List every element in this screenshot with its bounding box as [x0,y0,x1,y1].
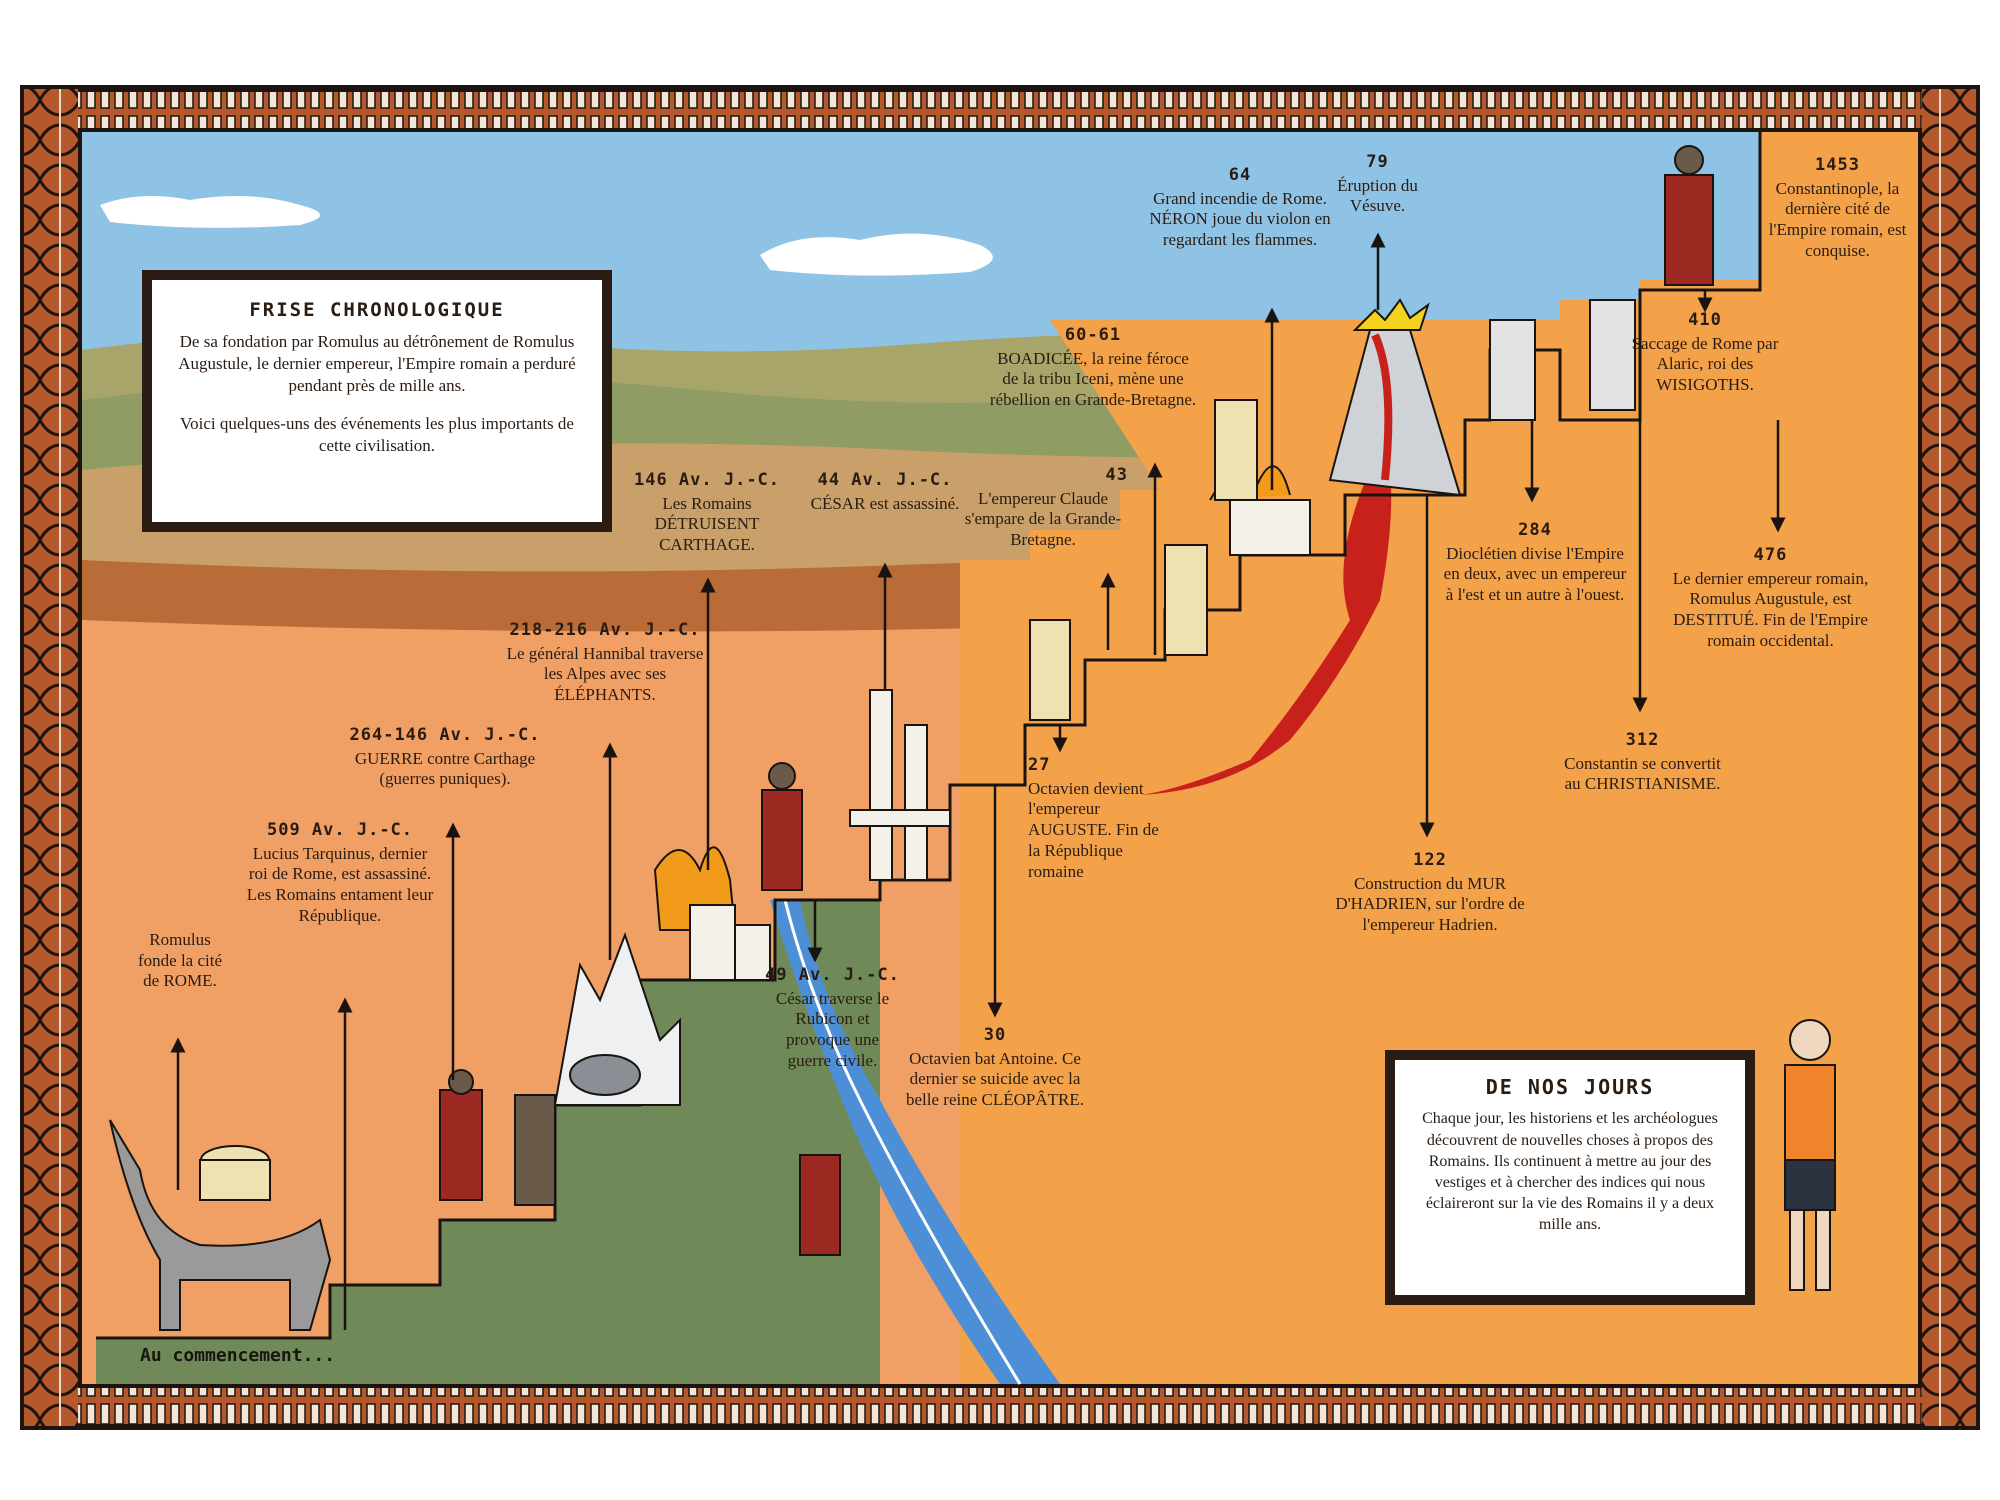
event-neron: 64 Grand incendie de Rome. NÉRON joue du… [1140,165,1340,251]
modern-archaeologist-drawing [1784,1019,1836,1291]
event-text: Éruption du Vésuve. [1337,175,1418,216]
event-constantin: 312 Constantin se convertit au CHRISTIAN… [1555,730,1730,795]
event-year: 1453 [1815,155,1860,175]
event-year: 64 [1228,165,1252,185]
forum-columns-drawing [849,689,951,881]
event-year: 476 [1753,545,1788,565]
event-text: Lucius Tarquinus, dernier roi de Rome, e… [246,843,434,925]
event-text: Grand incendie de Rome. NÉRON joue du vi… [1149,188,1331,250]
event-tarquinius: 509 Av. J.-C. Lucius Tarquinus, dernier … [245,820,435,927]
event-punic: 264-146 Av. J.-C. GUERRE contre Carthage… [330,725,560,790]
event-romulus: Romulus fonde la cité de ROME. [130,930,230,992]
event-year: 44 Av. J.-C. [817,470,953,490]
event-text: GUERRE contre Carthage (guerres puniques… [354,748,536,789]
event-text: Dioclétien divise l'Empire en deux, avec… [1443,543,1627,605]
today-text: Chaque jour, les historiens et les arché… [1422,1110,1718,1233]
event-augustule: 476 Le dernier empereur romain, Romulus … [1668,545,1873,652]
alps-drawing [553,932,681,1106]
today-box: DE NOS JOURS Chaque jour, les historiens… [1385,1050,1755,1305]
wolf-drawing [109,1119,332,1331]
event-year: 218-216 Av. J.-C. [509,620,701,640]
event-year: 27 [1028,755,1051,775]
event-text: Construction du MUR D'HADRIEN, sur l'ord… [1335,873,1525,935]
event-text: Saccage de Rome par Alaric, roi des WISI… [1631,333,1779,395]
volcano-drawing [1328,298,1462,497]
event-hadrien: 122 Construction du MUR D'HADRIEN, sur l… [1330,850,1530,936]
event-year: 30 [983,1025,1007,1045]
event-year: 312 [1625,730,1660,750]
event-text: Constantin se convertit au CHRISTIANISME… [1564,753,1721,794]
event-year: 264-146 Av. J.-C. [349,725,541,745]
event-carthage: 146 Av. J.-C. Les Romains DÉTRUISENT CAR… [632,470,782,556]
event-text: Octavien devient l'empereur AUGUSTE. Fin… [1028,778,1159,881]
event-text: Les Romains DÉTRUISENT CARTHAGE. [654,493,760,555]
event-text: L'empereur Claude s'empare de la Grande-… [964,488,1122,550]
event-text: César traverse le Rubicon et provoque un… [775,988,890,1070]
event-year: 509 Av. J.-C. [266,820,414,840]
roman-figures-drawing [439,145,1714,1256]
event-text: BOADICÉE, la reine féroce de la tribu Ic… [989,348,1197,410]
event-text: Le dernier empereur romain, Romulus Augu… [1672,568,1869,650]
today-title: DE NOS JOURS [1485,1075,1655,1099]
event-text: Octavien bat Antoine. Ce dernier se suic… [906,1048,1084,1110]
event-diocletien: 284 Dioclétien divise l'Empire en deux, … [1440,520,1630,606]
event-text: Romulus fonde la cité de ROME. [137,930,222,991]
event-vesuve: 79 Éruption du Vésuve. [1325,152,1430,217]
event-text: CÉSAR est assassiné. [810,493,960,513]
intro-paragraph-2: Voici quelques-uns des événements les pl… [180,413,574,456]
intro-box: FRISE CHRONOLOGIQUE De sa fondation par … [142,270,612,532]
intro-paragraph-1: De sa fondation par Romulus au détrôneme… [178,331,576,395]
event-boadicee: 60-61 BOADICÉE, la reine féroce de la tr… [988,325,1198,411]
event-text: Constantinople, la dernière cité de l'Em… [1768,178,1907,260]
event-constantinople: 1453 Constantinople, la dernière cité de… [1765,155,1910,262]
event-year: 49 Av. J.-C. [765,965,900,985]
event-year: 122 [1413,850,1447,870]
event-alaric: 410 Saccage de Rome par Alaric, roi des … [1630,310,1780,396]
event-rubicon: 49 Av. J.-C. César traverse le Rubicon e… [765,965,900,1072]
event-year: 410 [1688,310,1722,330]
event-actium: 30 Octavien bat Antoine. Ce dernier se s… [905,1025,1085,1111]
event-claude: 43 L'empereur Claude s'empare de la Gran… [958,465,1128,551]
event-year: 60-61 [1064,325,1122,345]
event-text: Le général Hannibal traverse les Alpes a… [506,643,704,705]
event-year: 43 [1105,465,1128,485]
event-year: 146 Av. J.-C. [633,470,781,490]
event-arrows [170,232,1786,1330]
start-label: Au commencement... [140,1345,336,1366]
event-year: 79 [1366,152,1389,172]
carthage-ruins-drawing [653,846,771,981]
event-year: 284 [1518,520,1552,540]
page-title: FRISE CHRONOLOGIQUE [249,299,505,321]
event-auguste: 27 Octavien devient l'empereur AUGUSTE. … [1028,755,1173,882]
event-caesar: 44 Av. J.-C. CÉSAR est assassiné. [810,470,960,514]
event-hannibal: 218-216 Av. J.-C. Le général Hannibal tr… [500,620,710,706]
